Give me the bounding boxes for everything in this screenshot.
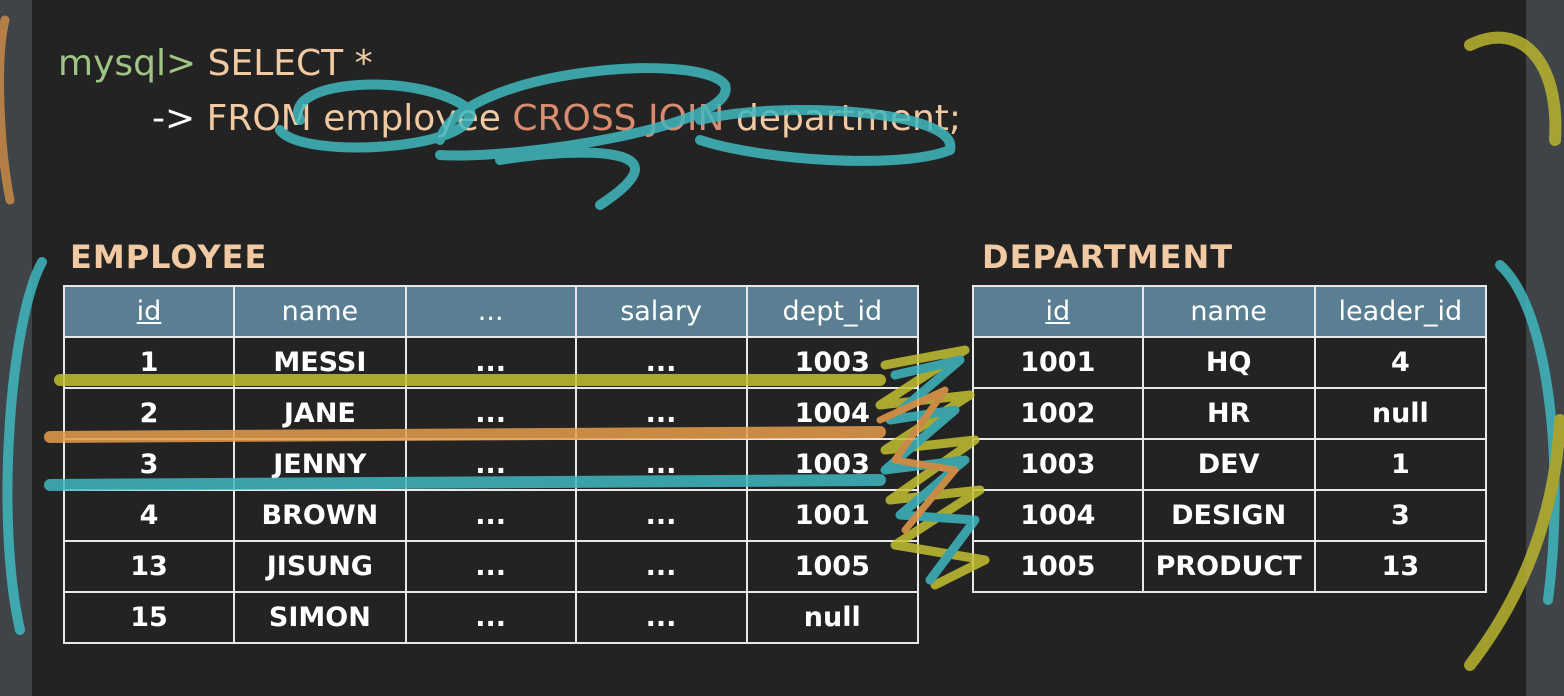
column-header: ...: [404, 285, 577, 338]
table-cell: null: [1313, 387, 1488, 440]
column-header: leader_id: [1313, 285, 1488, 338]
table-cell: BROWN: [232, 489, 407, 542]
table-cell: DESIGN: [1141, 489, 1316, 542]
table-cell: 1003: [745, 438, 920, 491]
table-cell: ...: [574, 591, 748, 644]
table-cell: 15: [63, 591, 235, 644]
table-cell: HQ: [1141, 336, 1316, 389]
table-row: 13 JISUNG ... ... 1005: [63, 540, 920, 593]
table-cell: 4: [1313, 336, 1488, 389]
table-cell: 13: [63, 540, 235, 593]
column-header: name: [1141, 285, 1316, 338]
column-header: name: [232, 285, 407, 338]
department-header-row: id name leader_id: [972, 285, 1488, 338]
table-cell: JANE: [232, 387, 407, 440]
employee-header-row: id name ... salary dept_id: [63, 285, 920, 338]
department-title: DEPARTMENT: [982, 238, 1234, 276]
table-cell: ...: [404, 540, 577, 593]
table-cell: ...: [574, 387, 748, 440]
table-employee-ident: employee: [323, 98, 501, 139]
table-cell: JISUNG: [232, 540, 407, 593]
column-header: id: [63, 285, 235, 338]
table-row: 4 BROWN ... ... 1001: [63, 489, 920, 542]
sql-line-2: -> FROM employee CROSS JOIN department;: [152, 97, 961, 141]
table-cell: PRODUCT: [1141, 540, 1316, 593]
table-cell: JENNY: [232, 438, 407, 491]
sql-line-1: mysql> SELECT *: [58, 42, 373, 86]
continuation-arrow: ->: [152, 98, 196, 139]
table-cell: ...: [404, 387, 577, 440]
table-cell: 1003: [745, 336, 920, 389]
column-header: salary: [574, 285, 748, 338]
table-cell: null: [745, 591, 920, 644]
cross-join-keyword: CROSS JOIN: [512, 98, 725, 139]
right-edge-panel: [1526, 0, 1564, 696]
table-cell: 1004: [972, 489, 1144, 542]
table-row: 2 JANE ... ... 1004: [63, 387, 920, 440]
table-department-ident: department;: [735, 98, 962, 139]
table-cell: MESSI: [232, 336, 407, 389]
table-cell: ...: [404, 336, 577, 389]
table-cell: SIMON: [232, 591, 407, 644]
table-row: 3 JENNY ... ... 1003: [63, 438, 920, 491]
column-header: id: [972, 285, 1144, 338]
table-cell: 3: [63, 438, 235, 491]
table-cell: ...: [404, 438, 577, 491]
employee-title: EMPLOYEE: [70, 238, 268, 276]
table-cell: HR: [1141, 387, 1316, 440]
table-row: 1003 DEV 1: [972, 438, 1488, 491]
table-cell: 1001: [745, 489, 920, 542]
table-cell: 1005: [972, 540, 1144, 593]
table-row: 15 SIMON ... ... null: [63, 591, 920, 644]
table-cell: 1001: [972, 336, 1144, 389]
table-cell: ...: [574, 438, 748, 491]
table-row: 1004 DESIGN 3: [972, 489, 1488, 542]
sql-prompt: mysql>: [58, 43, 197, 84]
table-cell: ...: [404, 591, 577, 644]
from-keyword: FROM: [206, 98, 312, 139]
left-edge-panel: [0, 0, 32, 696]
table-cell: 13: [1313, 540, 1488, 593]
table-cell: 2: [63, 387, 235, 440]
table-cell: 3: [1313, 489, 1488, 542]
employee-table: id name ... salary dept_id 1 MESSI ... .…: [63, 285, 920, 644]
table-cell: 4: [63, 489, 235, 542]
table-cell: ...: [404, 489, 577, 542]
table-cell: ...: [574, 489, 748, 542]
table-cell: 1: [1313, 438, 1488, 491]
table-row: 1002 HR null: [972, 387, 1488, 440]
table-cell: 1003: [972, 438, 1144, 491]
column-header: dept_id: [745, 285, 920, 338]
table-row: 1005 PRODUCT 13: [972, 540, 1488, 593]
table-cell: DEV: [1141, 438, 1316, 491]
table-cell: 1005: [745, 540, 920, 593]
table-cell: ...: [574, 540, 748, 593]
table-row: 1001 HQ 4: [972, 336, 1488, 389]
table-cell: 1: [63, 336, 235, 389]
department-table: id name leader_id 1001 HQ 4 1002 HR null…: [972, 285, 1488, 593]
select-keyword: SELECT *: [207, 43, 373, 84]
table-cell: 1004: [745, 387, 920, 440]
table-cell: 1002: [972, 387, 1144, 440]
table-cell: ...: [574, 336, 748, 389]
table-row: 1 MESSI ... ... 1003: [63, 336, 920, 389]
